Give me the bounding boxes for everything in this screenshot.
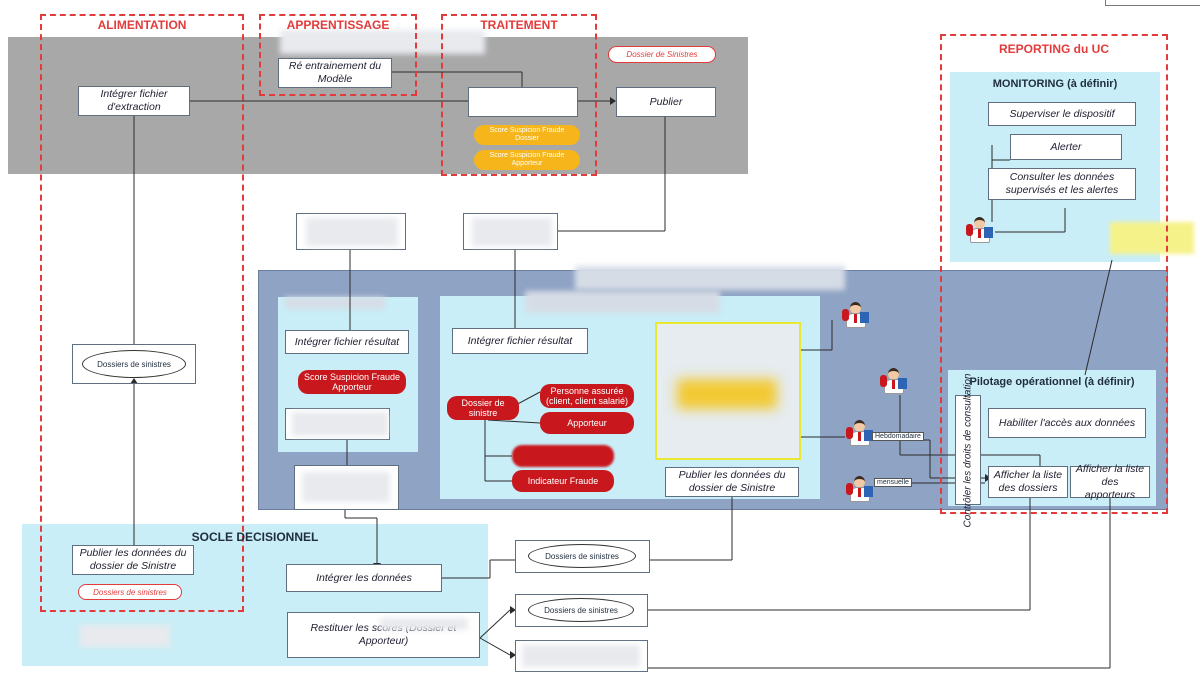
yellow-highlight [1110, 222, 1194, 254]
actor-avatar-2 [880, 366, 907, 394]
afficher-apporteurs-box[interactable]: Afficher la liste des apporteurs [1070, 463, 1150, 501]
restituer-blur [380, 618, 468, 630]
actor-avatar-3 [846, 418, 873, 446]
blank-box-bottom-fill [522, 645, 640, 667]
reentrainement-box[interactable]: Ré entrainement du Modèle [278, 58, 392, 88]
alerter-box[interactable]: Alerter [1010, 134, 1122, 160]
personne-pill: Personne assurée (client, client salarié… [540, 384, 634, 408]
blank-box-below-left-fill [302, 472, 390, 502]
publier-socle-box[interactable]: Publier les données du dossier de Sinist… [72, 545, 194, 575]
blurred-label-socle [80, 625, 170, 647]
blurred-label-top [280, 30, 485, 54]
ellipse-frame-left [72, 344, 196, 384]
blank-red-pill [512, 445, 614, 467]
dossiers-sinistres-ellipse-2: Dossiers de sinistres [528, 544, 636, 568]
blurred-label-left [285, 297, 385, 309]
corner-frame [1105, 0, 1200, 6]
dossiers-sinistres-ellipse-left: Dossiers de sinistres [82, 350, 186, 378]
afficher-dossiers-box[interactable]: Afficher la liste des dossiers [988, 466, 1068, 498]
indicateur-fraude-pill: Indicateur Fraude [512, 470, 614, 492]
apporteur-pill: Apporteur [540, 412, 634, 434]
integrer-extraction-box[interactable]: Intégrer fichier d'extraction [78, 86, 190, 116]
mensuelle-label: mensuelle [874, 478, 912, 487]
section-apprentissage-title: APPRENTISSAGE [286, 18, 390, 32]
publier-box[interactable]: Publier [616, 87, 716, 117]
integrer-resultat-box-1[interactable]: Intégrer fichier résultat [285, 330, 409, 354]
blurred-yellow-frame [655, 322, 801, 460]
section-alimentation: ALIMENTATION [40, 14, 244, 612]
section-traitement: TRAITEMENT [441, 14, 597, 176]
controler-droits-box[interactable]: Contrôler les droits de consultation [955, 373, 981, 527]
blank-box-left-fill [306, 218, 398, 246]
section-alimentation-title: ALIMENTATION [97, 18, 187, 32]
superviser-box[interactable]: Superviser le dispositif [988, 102, 1136, 126]
pilotage-title: Pilotage opérationnel (à définir) [969, 376, 1135, 388]
section-traitement-title: TRAITEMENT [480, 18, 558, 32]
dossier-sinistres-top-pill: Dossier de Sinistres [608, 46, 716, 63]
blurred-label-center [525, 291, 720, 313]
controler-droits-label: Contrôler les droits de consultation [962, 373, 974, 527]
hebdomadaire-label: Hebdomadaire [872, 432, 924, 441]
section-reporting-title: REPORTING du UC [999, 42, 1109, 56]
score-dossier-pill: Score Suspicion Fraude Dossier [474, 125, 580, 145]
dossier-sinistre-pill: Dossier de sinistre [447, 396, 519, 420]
monitoring-title: MONITORING (à définir) [992, 78, 1118, 90]
blank-box-center-fill [472, 218, 552, 246]
dossiers-sinistres-ellipse-3: Dossiers de sinistres [528, 598, 634, 622]
traitement-blank-box [468, 87, 578, 117]
section-apprentissage: APPRENTISSAGE [259, 14, 417, 96]
score-apporteur-pill: Score Suspicion Fraude Apporteur [474, 150, 580, 170]
integrer-donnees-box[interactable]: Intégrer les données [286, 564, 442, 592]
actor-avatar-monitoring [966, 215, 993, 243]
section-reporting: REPORTING du UC [940, 34, 1168, 514]
actor-avatar-1 [842, 300, 869, 328]
dossiers-sinistres-socle-pill: Dossiers de sinistres [78, 584, 182, 600]
actor-avatar-4 [846, 474, 873, 502]
blurred-yellow-content [677, 379, 777, 409]
habiliter-box[interactable]: Habiliter l'accès aux données [988, 408, 1146, 438]
blank-box-blue-left-fill [292, 412, 388, 436]
consulter-box[interactable]: Consulter les données supervisés et les … [988, 168, 1136, 200]
socle-title: SOCLE DECISIONNEL [191, 530, 319, 544]
integrer-resultat-box-2[interactable]: Intégrer fichier résultat [452, 328, 588, 354]
publier-donnees-dossier-box[interactable]: Publier les données du dossier de Sinist… [665, 467, 799, 497]
blurred-label-blue-band [575, 266, 845, 290]
score-apporteur-blue-pill: Score Suspicion Fraude Apporteur [298, 370, 406, 394]
